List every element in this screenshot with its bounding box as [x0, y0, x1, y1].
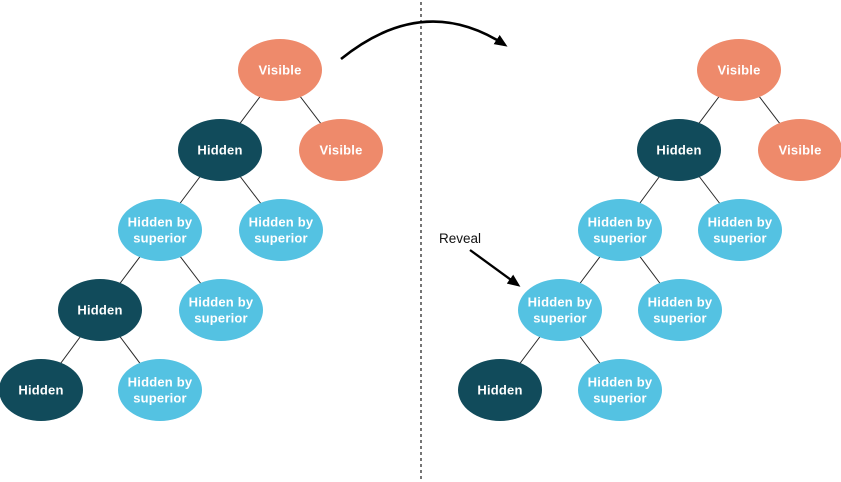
node-label: Visible — [319, 143, 362, 158]
node-label: Visible — [778, 143, 821, 158]
node-ellipse — [697, 39, 781, 101]
node-ellipse — [698, 199, 782, 261]
node-visible: Visible — [758, 119, 841, 181]
node-ellipse — [239, 199, 323, 261]
node-hidden: Hidden — [637, 119, 721, 181]
reveal-arrow-icon — [469, 249, 521, 287]
node-label: Hidden — [77, 303, 122, 318]
node-ellipse — [118, 199, 202, 261]
node-ellipse — [178, 119, 262, 181]
node-label: Hidden — [656, 143, 701, 158]
transform-curved-arrow-icon — [340, 20, 508, 61]
node-hidden: Hidden — [178, 119, 262, 181]
node-ellipse — [578, 199, 662, 261]
node-label: Visible — [258, 63, 301, 78]
node-ellipse — [179, 279, 263, 341]
node-hidden: Hidden — [58, 279, 142, 341]
node-label: Hidden — [197, 143, 242, 158]
node-visible: Visible — [697, 39, 781, 101]
node-ellipse — [758, 119, 841, 181]
node-ellipse — [118, 359, 202, 421]
node-ellipse — [0, 359, 83, 421]
node-ellipse — [299, 119, 383, 181]
node-ellipse — [578, 359, 662, 421]
node-ellipse — [638, 279, 722, 341]
node-label: Hidden — [18, 383, 63, 398]
node-ellipse — [637, 119, 721, 181]
node-ellipse — [238, 39, 322, 101]
node-ellipse — [518, 279, 602, 341]
node-hidden: Hidden — [458, 359, 542, 421]
node-label: Visible — [717, 63, 760, 78]
node-visible: Visible — [299, 119, 383, 181]
node-ellipse — [458, 359, 542, 421]
node-hidden: Hidden — [0, 359, 83, 421]
node-ellipse — [58, 279, 142, 341]
reveal-annotation: Reveal — [439, 231, 521, 287]
reveal-label: Reveal — [439, 231, 481, 246]
node-label: Hidden — [477, 383, 522, 398]
node-visible: Visible — [238, 39, 322, 101]
